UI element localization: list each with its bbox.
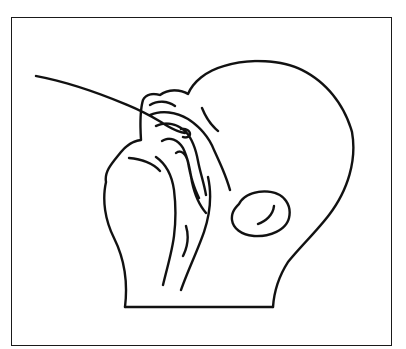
eye-icon: [202, 108, 218, 131]
turbinate-lines: [162, 139, 206, 213]
throat-channel: [156, 157, 176, 285]
ear-inner: [258, 206, 274, 224]
nostril: [150, 102, 175, 106]
turbinate-lines: [176, 152, 199, 198]
turbinate-lines: [156, 124, 206, 195]
throat-channel: [183, 226, 188, 256]
swab-stick: [36, 76, 185, 133]
tongue-line: [129, 158, 160, 171]
ear-outer: [232, 192, 290, 237]
